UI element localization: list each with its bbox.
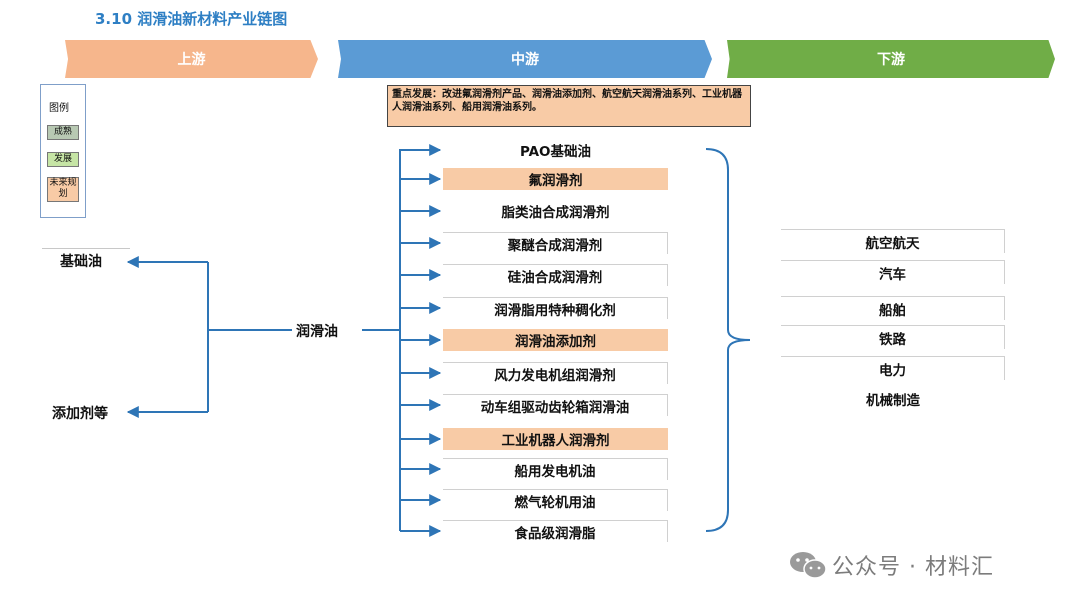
midstream-node-lubricant: 润滑油 [296,324,338,340]
focus-note: 重点发展：改进氟润滑剂产品、润滑油添加剂、航空航天润滑油系列、工业机器人润滑油系… [387,85,751,127]
product-item: 工业机器人润滑剂 [443,428,668,450]
page-title: 3.10 润滑油新材料产业链图 [95,10,288,28]
product-item: 聚醚合成润滑剂 [443,232,668,254]
product-item: 润滑油添加剂 [443,329,668,351]
legend-future-swatch: 未来规划 [47,177,79,202]
product-item: 燃气轮机用油 [443,489,668,511]
downstream-banner: 下游 [727,40,1055,78]
wechat-icon [788,550,828,584]
legend-mature-swatch: 成熟 [47,125,79,140]
downstream-brace [705,148,751,532]
product-item: 硅油合成润滑剂 [443,264,668,286]
downstream-item: 汽车 [781,260,1005,284]
legend-developing-swatch: 发展 [47,152,79,167]
product-item: 食品级润滑脂 [443,520,668,542]
downstream-item: 电力 [781,356,1005,380]
product-item: PAO基础油 [519,144,592,160]
downstream-item: 机械制造 [866,393,920,409]
upstream-banner: 上游 [65,40,318,78]
legend: 图例 成熟 发展 未来规划 [40,84,86,218]
watermark: 公众号 · 材料汇 [832,555,994,580]
product-item: 润滑脂用特种稠化剂 [443,297,668,319]
legend-title: 图例 [49,103,69,114]
product-item: 动车组驱动齿轮箱润滑油 [443,394,668,416]
midstream-banner: 中游 [338,40,712,78]
upstream-item-base-oil: 基础油 [42,248,130,274]
downstream-item: 铁路 [781,325,1005,349]
downstream-item: 航空航天 [781,229,1005,253]
product-item: 氟润滑剂 [443,168,668,190]
upstream-item-additives: 添加剂等 [52,406,108,422]
product-item: 风力发电机组润滑剂 [443,362,668,384]
product-item: 脂类油合成润滑剂 [501,205,610,221]
downstream-item: 船舶 [781,296,1005,320]
product-item: 船用发电机油 [443,458,668,480]
